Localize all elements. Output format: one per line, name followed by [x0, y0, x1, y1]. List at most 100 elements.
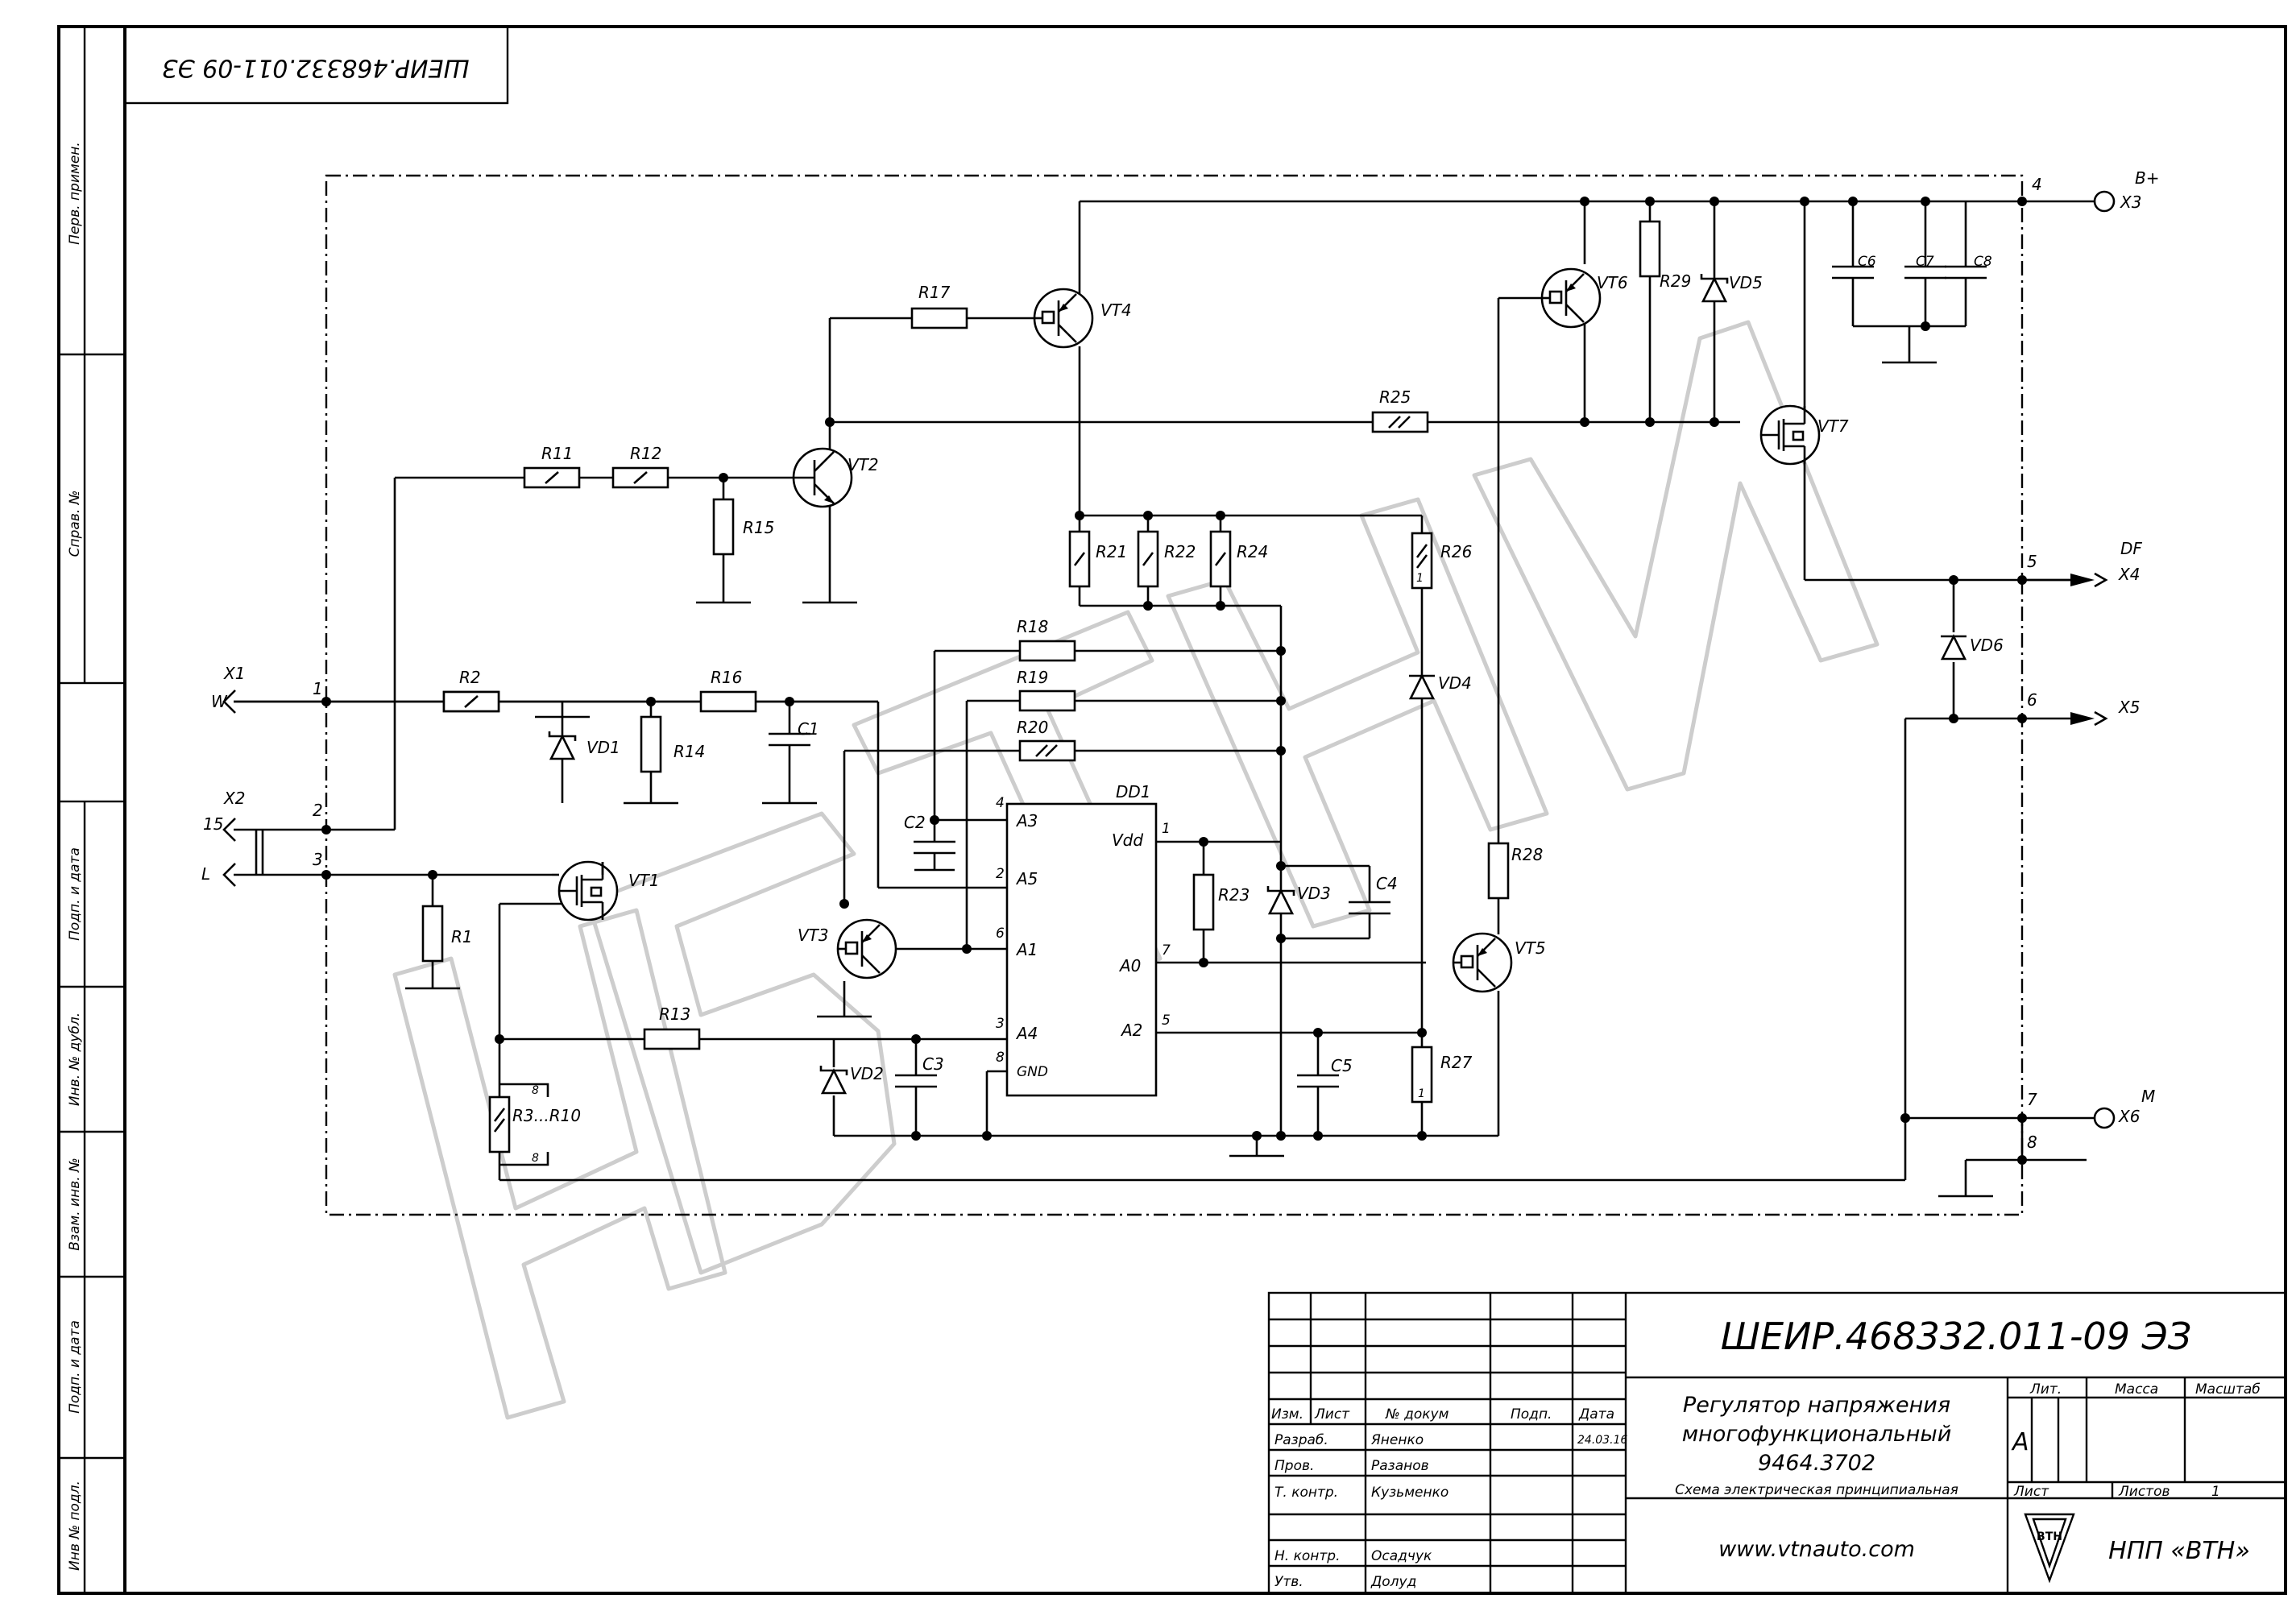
pin-1: 1	[313, 679, 323, 698]
resistor-r11	[523, 466, 581, 489]
tb-company: НПП «ВТН»	[2108, 1537, 2250, 1565]
resistor-r23	[1192, 873, 1215, 931]
dd1-num-6: 6	[996, 926, 1005, 942]
capacitor-c2	[912, 840, 957, 855]
stamp-perv-primen: Перв. примен.	[67, 142, 83, 245]
label-x2: X2	[223, 789, 245, 808]
pin-8: 8	[2027, 1133, 2037, 1152]
label-x3: X3	[2120, 193, 2141, 212]
resistor-r25	[1371, 411, 1429, 433]
label-r20: R20	[1017, 718, 1048, 737]
outer-frame	[57, 25, 2287, 1595]
resistor-r15	[712, 498, 735, 556]
label-r24: R24	[1237, 542, 1268, 561]
dd1-pin-a5: A5	[1015, 869, 1038, 888]
label-x4-df: DF	[2120, 539, 2142, 558]
company-logo: ВТН	[2024, 1513, 2075, 1584]
dd1-num-3: 3	[996, 1016, 1005, 1032]
resistor-r28	[1487, 842, 1510, 900]
tb-col-ndokum: № докум	[1385, 1406, 1449, 1423]
zener-vd3	[1266, 884, 1295, 915]
pin-5: 5	[2027, 552, 2037, 571]
resistor-r21	[1068, 530, 1091, 588]
connector-x5	[2070, 710, 2108, 727]
label-vd3: VD3	[1297, 884, 1331, 903]
tb-masshtab: Масштаб	[2195, 1381, 2261, 1398]
resistor-r1	[421, 905, 444, 963]
tb-col-list: Лист	[1314, 1406, 1350, 1423]
label-r29: R29	[1660, 271, 1691, 291]
label-r15: R15	[743, 518, 774, 537]
tb-listov-label: Листов	[2118, 1484, 2170, 1500]
label-r18: R18	[1017, 617, 1048, 636]
tb-name-nkontr: Осадчук	[1371, 1548, 1432, 1564]
tb-title-line1: Регулятор напряжения	[1683, 1393, 1950, 1418]
label-x3-bplus: B+	[2135, 168, 2159, 188]
connector-x4	[2022, 572, 2108, 588]
resistor-r29	[1639, 220, 1661, 278]
resistor-r19	[1018, 690, 1076, 712]
tb-name-utv: Долуд	[1370, 1574, 1416, 1590]
tb-url: www.vtnauto.com	[1718, 1537, 1915, 1562]
mark-r3-bot: 8	[532, 1152, 539, 1165]
label-c4: C4	[1376, 874, 1398, 893]
module-border	[325, 174, 2024, 1216]
transistor-vt1	[557, 860, 619, 921]
tb-massa: Масса	[2115, 1381, 2158, 1398]
label-r22: R22	[1164, 542, 1196, 561]
label-x2-15: 15	[203, 814, 223, 834]
label-vd1: VD1	[586, 738, 620, 757]
resistor-r3-r10	[488, 1095, 511, 1153]
tb-drawing-code: ШЕИР.468332.011-09 ЭЗ	[1721, 1315, 2191, 1358]
tb-lit: Лит.	[2029, 1381, 2062, 1398]
schematic-labels: X1 W X2 15 L 1 2 3 4 5 6 7 8 B+ X3 DF X4…	[201, 168, 2159, 1165]
diode-vd4	[1407, 674, 1436, 700]
zener-vd5	[1700, 272, 1729, 303]
label-x2-l: L	[201, 864, 210, 884]
label-c8: C8	[1974, 254, 1992, 270]
label-x5: X5	[2118, 698, 2140, 717]
resistor-r22	[1137, 530, 1159, 588]
stamp-inv-podl: Инв № подл.	[67, 1481, 83, 1571]
tb-row-razrab: Разраб.	[1274, 1432, 1328, 1448]
resistor-r26	[1411, 532, 1433, 590]
pin-4: 4	[2032, 175, 2042, 194]
stamp-podp-data-1: Подп. и дата	[67, 847, 83, 941]
label-vd5: VD5	[1729, 273, 1763, 292]
transistor-vt6	[1540, 267, 1602, 329]
connector-x6	[2093, 1107, 2116, 1129]
transistor-vt2	[792, 447, 853, 508]
label-vt4: VT4	[1100, 300, 1132, 320]
mirrored-drawing-code: ШЕИР.468332.011-09 ЭЗ	[162, 54, 469, 82]
tb-title-line3: 9464.3702	[1758, 1451, 1875, 1476]
connector-x3	[2093, 190, 2116, 213]
label-r25: R25	[1379, 387, 1411, 407]
tb-list-label: Лист	[2013, 1484, 2049, 1500]
tb-row-utv: Утв.	[1274, 1574, 1303, 1590]
resistor-r24	[1209, 530, 1232, 588]
label-r19: R19	[1017, 668, 1048, 687]
dd1-num-1: 1	[1162, 821, 1171, 837]
zener-vd2	[819, 1064, 848, 1095]
tb-name-razrab: Яненко	[1370, 1432, 1424, 1448]
mark-r27: 1	[1418, 1087, 1425, 1100]
resistor-r14	[640, 715, 662, 773]
pin-6: 6	[2027, 690, 2037, 710]
label-x4: X4	[2118, 565, 2140, 584]
label-c5: C5	[1331, 1056, 1353, 1075]
label-c1: C1	[798, 719, 819, 739]
tb-row-prov: Пров.	[1274, 1458, 1314, 1474]
label-vt5: VT5	[1515, 938, 1546, 958]
label-vd4: VD4	[1438, 673, 1472, 693]
label-r23: R23	[1218, 885, 1250, 905]
wiring	[234, 200, 2095, 1196]
label-r13: R13	[659, 1004, 690, 1024]
label-dd1: DD1	[1116, 782, 1151, 801]
tb-row-tkontr: Т. контр.	[1274, 1485, 1338, 1501]
dd1-pin-a1: A1	[1015, 940, 1038, 959]
label-r14: R14	[673, 742, 705, 761]
connector-x1	[222, 690, 236, 714]
title-block: Изм. Лист № докум Подп. Дата Разраб. Про…	[1267, 1291, 2287, 1595]
